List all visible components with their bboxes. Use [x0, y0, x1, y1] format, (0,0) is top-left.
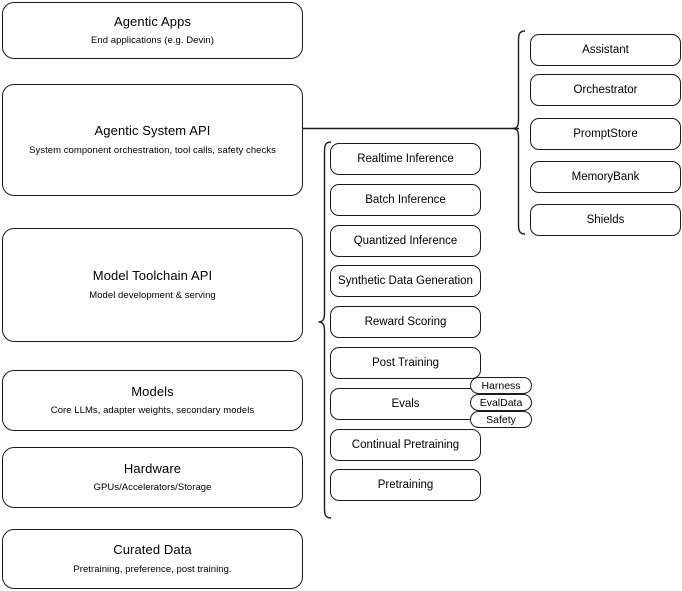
system-box-orchestrator[interactable]: Orchestrator [530, 74, 681, 106]
layer-box-agentic-system-api[interactable]: Agentic System API System component orch… [2, 84, 303, 196]
system-box-memorybank[interactable]: MemoryBank [530, 161, 681, 193]
system-label: Orchestrator [573, 83, 638, 96]
evals-pill-label: Harness [481, 379, 521, 392]
toolchain-label: Batch Inference [365, 193, 446, 206]
system-box-assistant[interactable]: Assistant [530, 34, 681, 66]
toolchain-box-pretraining[interactable]: Pretraining [330, 469, 481, 501]
layer-title: Curated Data [113, 542, 192, 558]
system-label: MemoryBank [571, 170, 640, 183]
layer-subtitle: End applications (e.g. Devin) [91, 35, 214, 47]
toolchain-label: Synthetic Data Generation [338, 274, 473, 287]
layer-box-models[interactable]: Models Core LLMs, adapter weights, secon… [2, 370, 303, 431]
system-label: PromptStore [573, 127, 638, 140]
layer-title: Hardware [123, 460, 182, 476]
evals-pill-label: EvalData [479, 396, 523, 409]
layer-subtitle: Core LLMs, adapter weights, secondary mo… [50, 405, 255, 417]
layer-subtitle: Model development & serving [89, 289, 216, 301]
toolchain-box-synthetic-data-generation[interactable]: Synthetic Data Generation [330, 265, 481, 297]
layer-subtitle: GPUs/Accelerators/Storage [93, 482, 212, 494]
toolchain-label: Reward Scoring [364, 315, 447, 328]
toolchain-box-realtime-inference[interactable]: Realtime Inference [330, 143, 481, 175]
layer-subtitle: System component orchestration, tool cal… [29, 144, 276, 156]
toolchain-label: Continual Pretraining [351, 438, 460, 451]
evals-pill-harness[interactable]: Harness [470, 377, 532, 394]
layer-title: Model Toolchain API [92, 268, 213, 284]
system-label: Assistant [582, 43, 629, 56]
layer-box-curated-data[interactable]: Curated Data Pretraining, preference, po… [2, 529, 303, 589]
layer-title: Models [131, 383, 174, 399]
layer-box-agentic-apps[interactable]: Agentic Apps End applications (e.g. Devi… [2, 2, 303, 59]
toolchain-box-continual-pretraining[interactable]: Continual Pretraining [330, 429, 481, 461]
toolchain-box-batch-inference[interactable]: Batch Inference [330, 184, 481, 216]
toolchain-label: Realtime Inference [357, 152, 454, 165]
toolchain-box-reward-scoring[interactable]: Reward Scoring [330, 306, 481, 338]
evals-pill-evaldata[interactable]: EvalData [470, 394, 532, 411]
evals-pill-label: Safety [486, 413, 516, 426]
layer-box-model-toolchain-api[interactable]: Model Toolchain API Model development & … [2, 228, 303, 342]
toolchain-label: Quantized Inference [353, 234, 458, 247]
layer-box-hardware[interactable]: Hardware GPUs/Accelerators/Storage [2, 447, 303, 508]
system-box-promptstore[interactable]: PromptStore [530, 118, 681, 150]
toolchain-label: Evals [391, 397, 420, 410]
evals-pill-safety[interactable]: Safety [470, 411, 532, 428]
layer-subtitle: Pretraining, preference, post training. [73, 563, 232, 575]
layer-title: Agentic Apps [113, 13, 192, 29]
toolchain-box-post-training[interactable]: Post Training [330, 347, 481, 379]
toolchain-label: Post Training [371, 356, 440, 369]
toolchain-label: Pretraining [377, 478, 434, 491]
toolchain-box-quantized-inference[interactable]: Quantized Inference [330, 225, 481, 257]
system-label: Shields [586, 213, 625, 226]
layer-title: Agentic System API [94, 123, 211, 139]
toolchain-box-evals[interactable]: Evals [330, 388, 481, 420]
system-box-shields[interactable]: Shields [530, 204, 681, 236]
